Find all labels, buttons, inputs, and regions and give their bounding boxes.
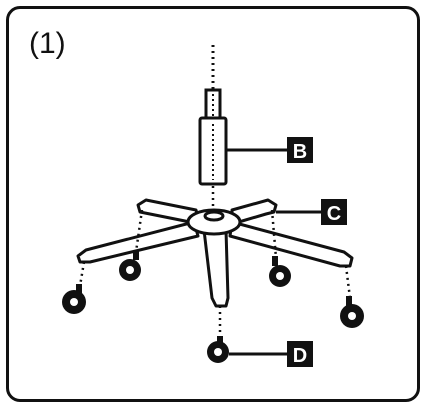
step-number: (1): [29, 27, 66, 60]
callout-d-box: [287, 341, 313, 367]
callout-b-box: [287, 137, 313, 163]
callout-b: B: [226, 137, 313, 163]
caster-front-center: [207, 336, 229, 363]
caster-back-left: [119, 250, 141, 281]
callout-c: C: [276, 199, 347, 225]
gas-lift-cylinder: [198, 88, 228, 186]
callout-d: D: [229, 341, 313, 367]
caster-alignment-lines: [78, 209, 352, 338]
callout-c-label: C: [327, 203, 341, 225]
caster-back-right: [269, 256, 291, 287]
star-base: [76, 198, 354, 308]
callout-b-label: B: [293, 141, 307, 163]
callout-d-label: D: [293, 345, 307, 367]
caster-front-left: [62, 284, 86, 314]
callout-c-box: [321, 199, 347, 225]
caster-front-right: [340, 296, 364, 328]
